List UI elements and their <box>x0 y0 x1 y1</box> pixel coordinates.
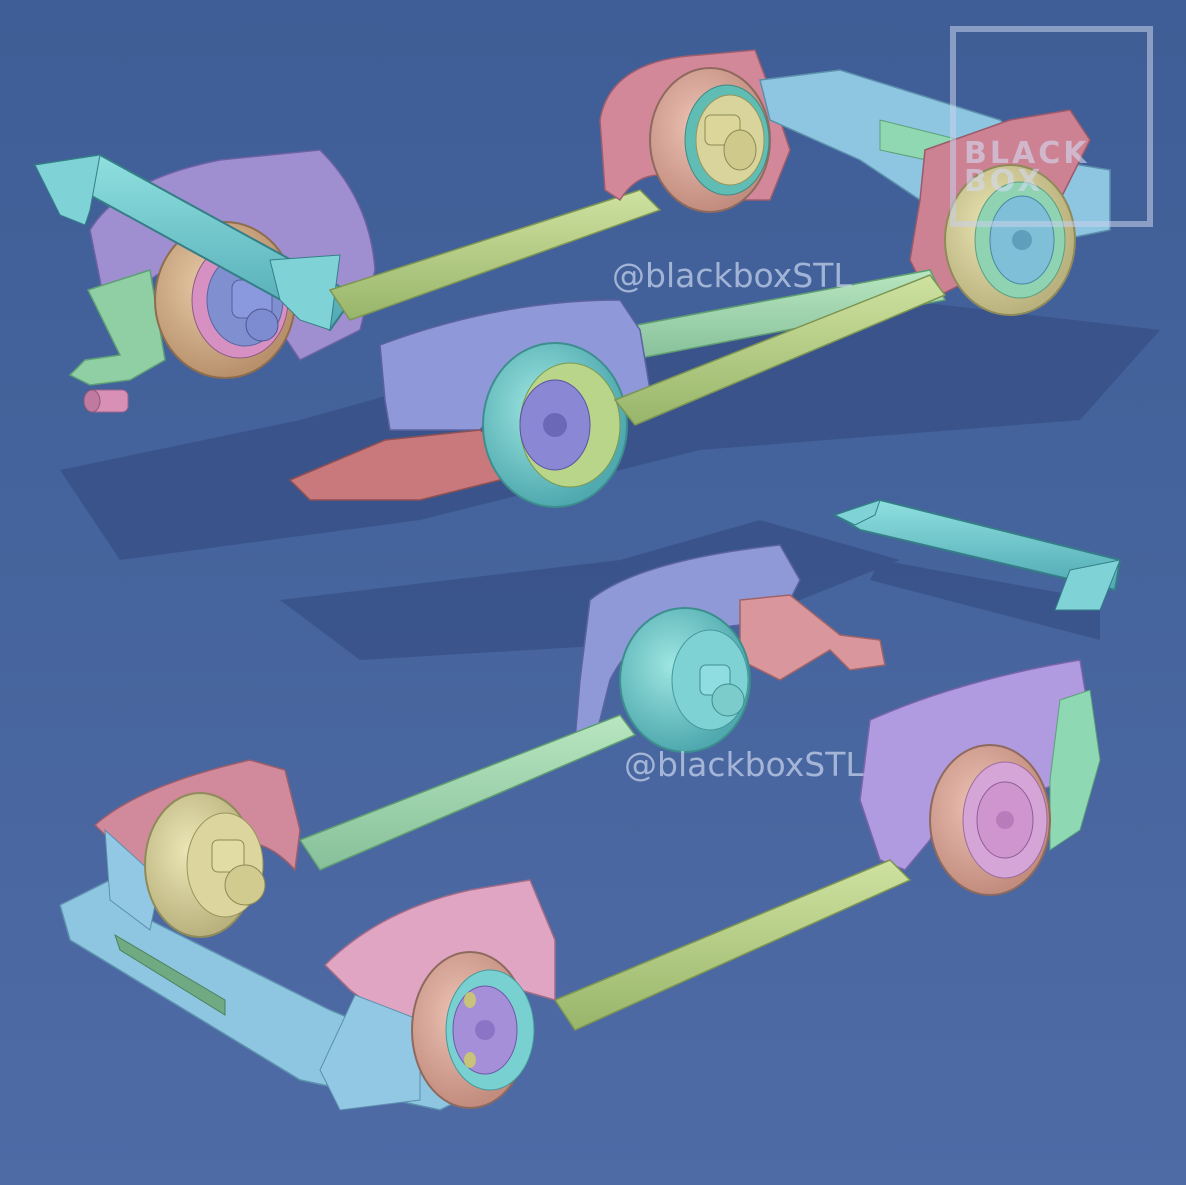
bumper-corner-blue <box>319 994 421 1111</box>
logo-text: BLACK BOX <box>964 136 1154 199</box>
front-wheel-right <box>944 164 1076 316</box>
side-skirt-bottom-left <box>298 714 637 871</box>
rear-wing-bottom <box>832 498 1122 611</box>
watermark-handle-bottom: @blackboxSTL <box>624 745 864 784</box>
logo-line-1: BLACK <box>964 136 1090 171</box>
watermark-handle-top: @blackboxSTL <box>612 256 852 295</box>
rear-wheel-middle <box>482 342 628 508</box>
diffuser-green-bottom <box>1049 689 1101 851</box>
bumper-side-blue <box>104 828 161 931</box>
side-skirt-bottom-right <box>553 859 912 1031</box>
front-wheel-bottom-right <box>411 951 535 1109</box>
diffuser-bracket-green <box>68 269 166 386</box>
front-wheel-top <box>649 67 771 213</box>
bumper-mesh-green <box>114 933 226 1016</box>
rear-wing-top <box>31 153 357 332</box>
rear-wheel-bottom-right <box>929 744 1051 896</box>
logo-line-2: BOX <box>964 164 1044 199</box>
rear-bumper-bracket-pink <box>739 594 886 681</box>
side-skirt-middle <box>613 274 947 426</box>
exhaust-tip <box>83 389 129 413</box>
side-skirt-top-left <box>328 189 662 321</box>
blackbox-logo: BLACK BOX <box>950 26 1153 227</box>
front-wheel-bottom-left <box>144 792 266 938</box>
rear-wheel-bottom <box>619 607 751 753</box>
